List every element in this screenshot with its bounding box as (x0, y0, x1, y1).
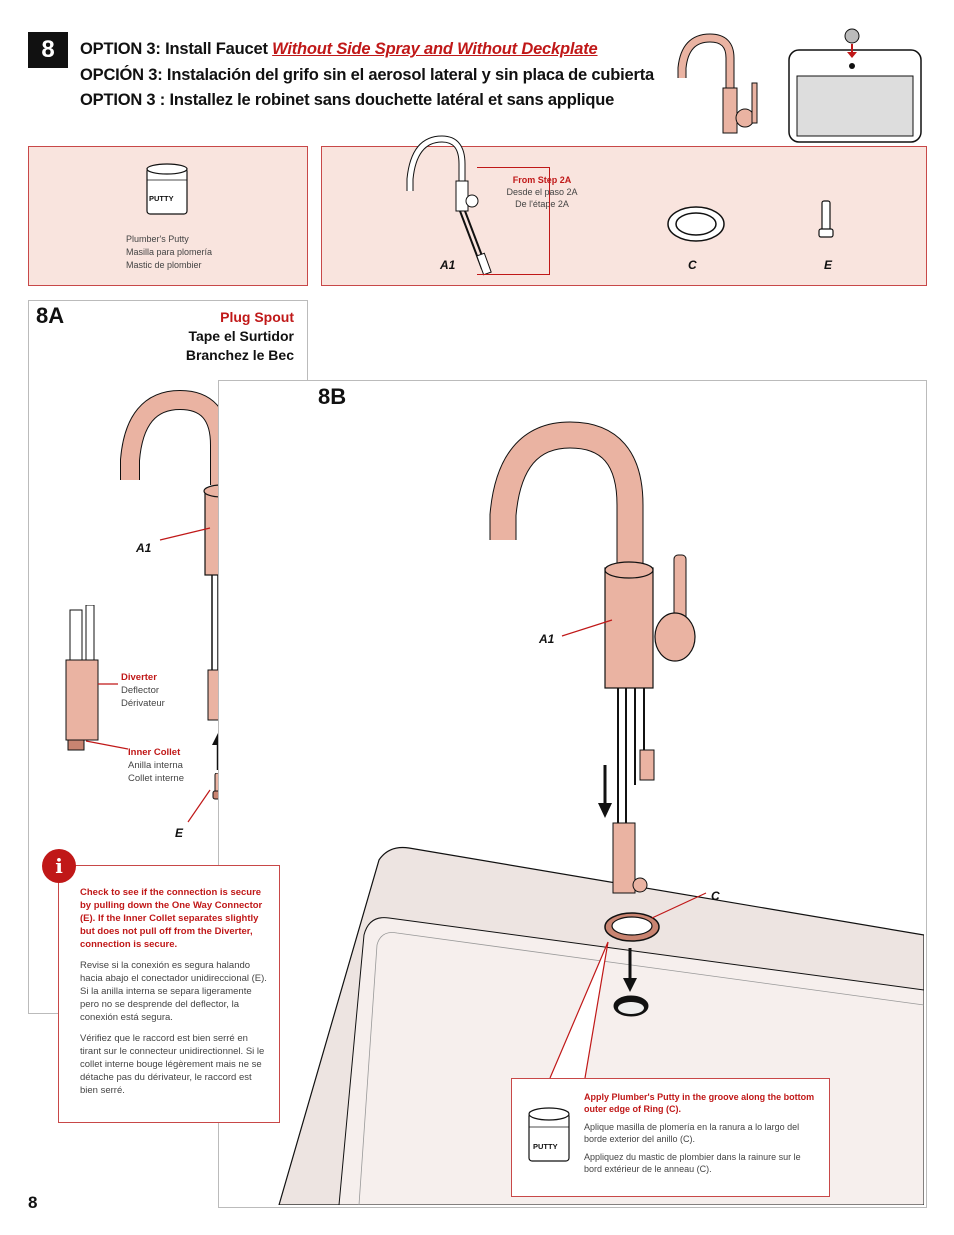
ring-c-8b-icon (604, 912, 660, 942)
from-step-fr: De l'étape 2A (515, 199, 569, 209)
diverter-label-fr: Dérivateur (121, 698, 165, 709)
putty-jar-label: PUTTY (149, 194, 174, 203)
faucet-thumbnail-icon (677, 33, 758, 134)
heading-prefix: OPTION 3: Install Faucet (80, 40, 273, 58)
inner-collet-label: Inner Collet (128, 747, 181, 758)
putty-name-en: Plumber's Putty (126, 234, 189, 244)
8a-a1-label: A1 (136, 541, 152, 555)
plug-spout-title-fr: Branchez le Bec (185, 347, 294, 363)
heading-emphasis: Without Side Spray and Without Deckplate (272, 40, 598, 58)
connector-e-icon (818, 200, 834, 238)
diverter-label-es: Deflector (121, 685, 160, 696)
putty-panel: PUTTY Plumber's Putty Masilla para plome… (28, 146, 308, 286)
putty-callout-en: Apply Plumber's Putty in the groove alon… (584, 1092, 815, 1114)
step-8a-label: 8A (36, 303, 65, 328)
from-step-bracket (477, 167, 550, 275)
inner-collet-label-fr: Collet interne (128, 773, 184, 784)
page-number: 8 (28, 1193, 38, 1212)
diverter-label: Diverter (121, 672, 157, 683)
putty-jar-icon (146, 163, 188, 215)
faucet-8b-drawing-icon (489, 421, 696, 894)
putty-name-es: Masilla para plomería (126, 247, 213, 257)
info-note-fr: Vérifiez que le raccord est bien serré e… (80, 1033, 265, 1096)
8b-a1-label: A1 (539, 632, 555, 646)
step-8b-label: 8B (318, 384, 347, 409)
plug-spout-title: Plug Spout (220, 309, 294, 325)
parts-panel: From Step 2A Desde el paso 2A De l'étape… (321, 135, 927, 286)
info-note-box: Check to see if the connection is secure… (58, 865, 280, 1123)
step-number: 8 (28, 32, 68, 68)
putty-name-fr: Mastic de plombier (126, 260, 202, 270)
heading-line-1: OPTION 3: Install Faucet Without Side Sp… (80, 40, 598, 59)
diverter-detail-icon (65, 605, 99, 751)
sink-thumbnail-icon (788, 28, 922, 143)
plug-spout-title-es: Tape el Surtidor (188, 328, 294, 344)
ring-c-icon (667, 206, 725, 242)
faucet-a1-thumbnail-icon (406, 135, 492, 276)
part-e-label: E (824, 258, 833, 272)
inner-collet-label-es: Anilla interna (128, 760, 183, 771)
from-step-es: Desde el paso 2A (506, 187, 578, 197)
info-icon: i (42, 849, 76, 883)
8b-c-label: C (711, 889, 720, 903)
info-note-en: Check to see if the connection is secure… (80, 887, 263, 950)
down-arrow-icon (623, 948, 637, 992)
putty-jar-callout-label: PUTTY (533, 1142, 558, 1151)
heading-line-2: OPCIÓN 3: Instalación del grifo sin el a… (80, 66, 655, 84)
putty-callout-box: PUTTY Apply Plumber's Putty in the groov… (511, 1078, 830, 1197)
info-note-es: Revise si la conexión es segura halando … (80, 960, 267, 1023)
putty-callout-es: Aplique masilla de plomería en la ranura… (584, 1122, 800, 1144)
8a-e-label: E (175, 826, 184, 840)
heading-line-3: OPTION 3 : Installez le robinet sans dou… (80, 91, 615, 109)
putty-jar-callout-icon (528, 1107, 570, 1162)
from-step-label: From Step 2A (512, 175, 572, 185)
part-a1-label: A1 (440, 258, 456, 272)
part-c-label: C (688, 258, 697, 272)
putty-callout-fr: Appliquez du mastic de plombier dans la … (584, 1152, 801, 1174)
